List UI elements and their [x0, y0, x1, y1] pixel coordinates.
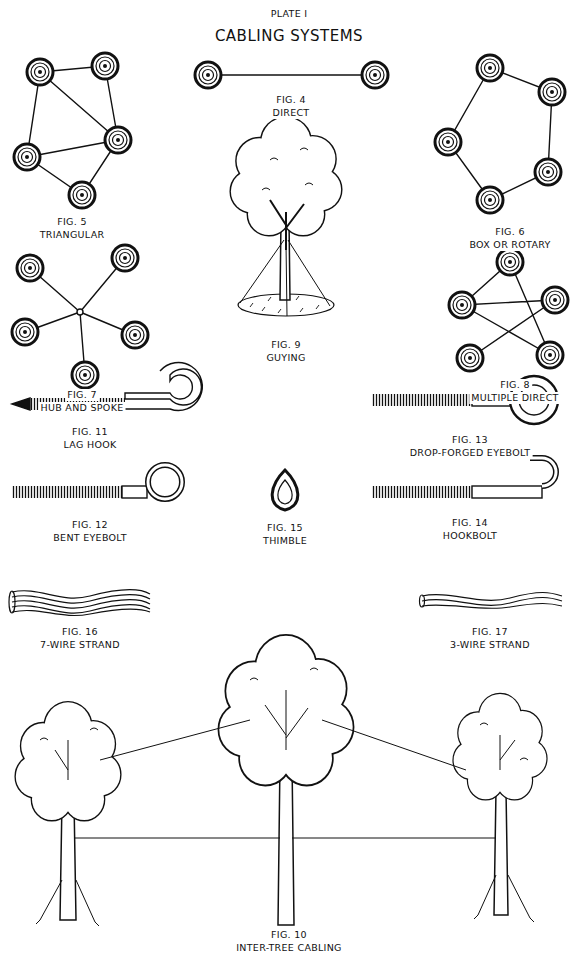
figure-caption: DROP-FORGED EYEBOLT: [408, 447, 533, 459]
figure-caption: BENT EYEBOLT: [51, 532, 128, 544]
figure-number: FIG. 8: [498, 379, 532, 391]
figure-caption: GUYING: [264, 352, 307, 364]
figure-number: FIG. 12: [70, 519, 110, 531]
plate-title: CABLING SYSTEMS: [213, 27, 365, 45]
figure-number: FIG. 6: [493, 226, 527, 238]
figure-number: FIG. 13: [450, 434, 490, 446]
figure-number: FIG. 15: [265, 522, 305, 534]
figure-caption: DIRECT: [271, 107, 312, 119]
figure-caption: HUB AND SPOKE: [39, 402, 126, 414]
figure-number: FIG. 4: [274, 94, 308, 106]
figure-number: FIG. 10: [269, 929, 309, 941]
figure-caption: TRIANGULAR: [38, 229, 107, 241]
figure-caption: HOOKBOLT: [441, 530, 499, 542]
figure-number: FIG. 5: [55, 216, 89, 228]
plate-number: PLATE I: [269, 8, 310, 20]
figure-caption: BOX OR ROTARY: [467, 239, 552, 251]
figure-number: FIG. 11: [70, 426, 110, 438]
figure-caption: LAG HOOK: [62, 439, 119, 451]
figure-caption: 7-WIRE STRAND: [38, 639, 122, 651]
figure-caption: THIMBLE: [261, 535, 309, 547]
figure-number: FIG. 16: [60, 626, 100, 638]
figure-number: FIG. 7: [65, 389, 99, 401]
figure-caption: 3-WIRE STRAND: [448, 639, 532, 651]
figure-number: FIG. 9: [269, 339, 303, 351]
figure-caption: INTER-TREE CABLING: [234, 942, 344, 954]
figure-number: FIG. 17: [470, 626, 510, 638]
figure-caption: MULTIPLE DIRECT: [469, 392, 560, 404]
figure-number: FIG. 14: [450, 517, 490, 529]
